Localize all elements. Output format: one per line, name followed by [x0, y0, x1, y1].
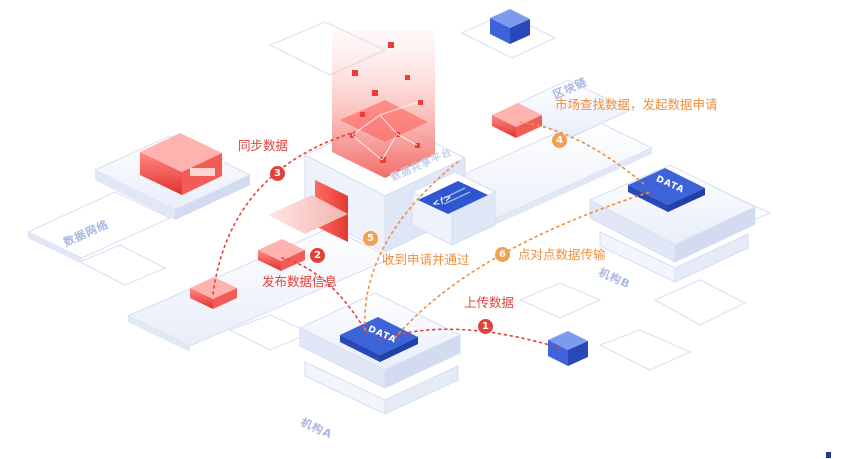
step-1-badge: 1: [478, 319, 493, 334]
flow-line-2: [281, 257, 369, 336]
data-network-server: [140, 133, 222, 195]
step-3-label: 同步数据: [238, 138, 289, 153]
code-terminal: [410, 171, 497, 246]
flow-line-6: [394, 191, 651, 339]
flow-line-4: [519, 121, 646, 186]
step-2-badge: 2: [310, 248, 325, 263]
beam-network-lines: [351, 101, 419, 161]
machine-a-platform: [298, 292, 462, 415]
step-1-label: 上传数据: [464, 295, 515, 310]
step-5-label: 收到申请并通过: [382, 252, 470, 267]
step-5-badge: 5: [363, 231, 378, 246]
step-6-badge: 6: [495, 247, 510, 262]
step-2-label: 发布数据信息: [262, 274, 338, 289]
blue-server-top: [490, 9, 530, 44]
red-server-blockchain: [492, 103, 542, 138]
step-4-label: 市场查找数据，发起数据申请: [555, 97, 718, 112]
data-network-platform: [26, 135, 252, 264]
step-3-badge: 3: [270, 166, 285, 181]
step-6-label: 点对点数据传输: [518, 247, 606, 262]
flow-line-3: [212, 131, 356, 295]
flow-line-5: [364, 159, 461, 331]
corner-mark: [826, 452, 831, 458]
step-4-badge: 4: [552, 133, 567, 148]
machine-b-platform: [588, 164, 757, 283]
blue-server-bottom: [548, 331, 588, 366]
flow-line-1: [379, 328, 561, 349]
red-server-track: [258, 239, 305, 271]
